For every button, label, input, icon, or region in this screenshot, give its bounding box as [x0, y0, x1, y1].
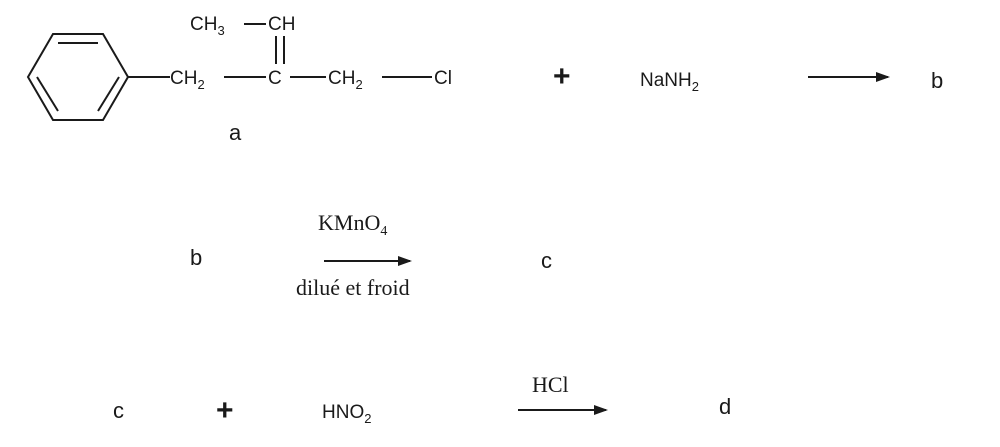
plus-sign-1: +: [553, 60, 571, 93]
product-d: d: [719, 394, 731, 419]
group-ch3: CH3: [190, 14, 225, 38]
reactant-c: c: [113, 398, 124, 423]
group-ch2-left: CH2: [170, 68, 205, 92]
reaction-3: c + HNO2 HCl d: [113, 372, 731, 427]
benzene-ring-icon: [26, 33, 130, 121]
product-c: c: [541, 248, 552, 273]
catalyst-hcl: HCl: [532, 372, 569, 397]
compound-label-a: a: [229, 120, 242, 145]
group-cl: Cl: [434, 68, 452, 89]
product-b: b: [931, 68, 943, 93]
reagent-hno2: HNO2: [322, 402, 371, 426]
condition-dilue-froid: dilué et froid: [296, 275, 410, 300]
group-ch2-right: CH2: [328, 68, 363, 92]
reagent-kmno4: KMnO4: [318, 210, 387, 239]
reaction-1: CH2 C CH3 CH CH2 Cl a + NaNH2 b: [26, 14, 943, 145]
plus-sign-2: +: [216, 394, 234, 427]
group-ch: CH: [268, 14, 295, 35]
reaction-2: b KMnO4 dilué et froid c: [190, 210, 552, 300]
reagent-nanh2: NaNH2: [640, 70, 699, 94]
reactant-b: b: [190, 245, 202, 270]
group-c-central: C: [268, 68, 282, 89]
